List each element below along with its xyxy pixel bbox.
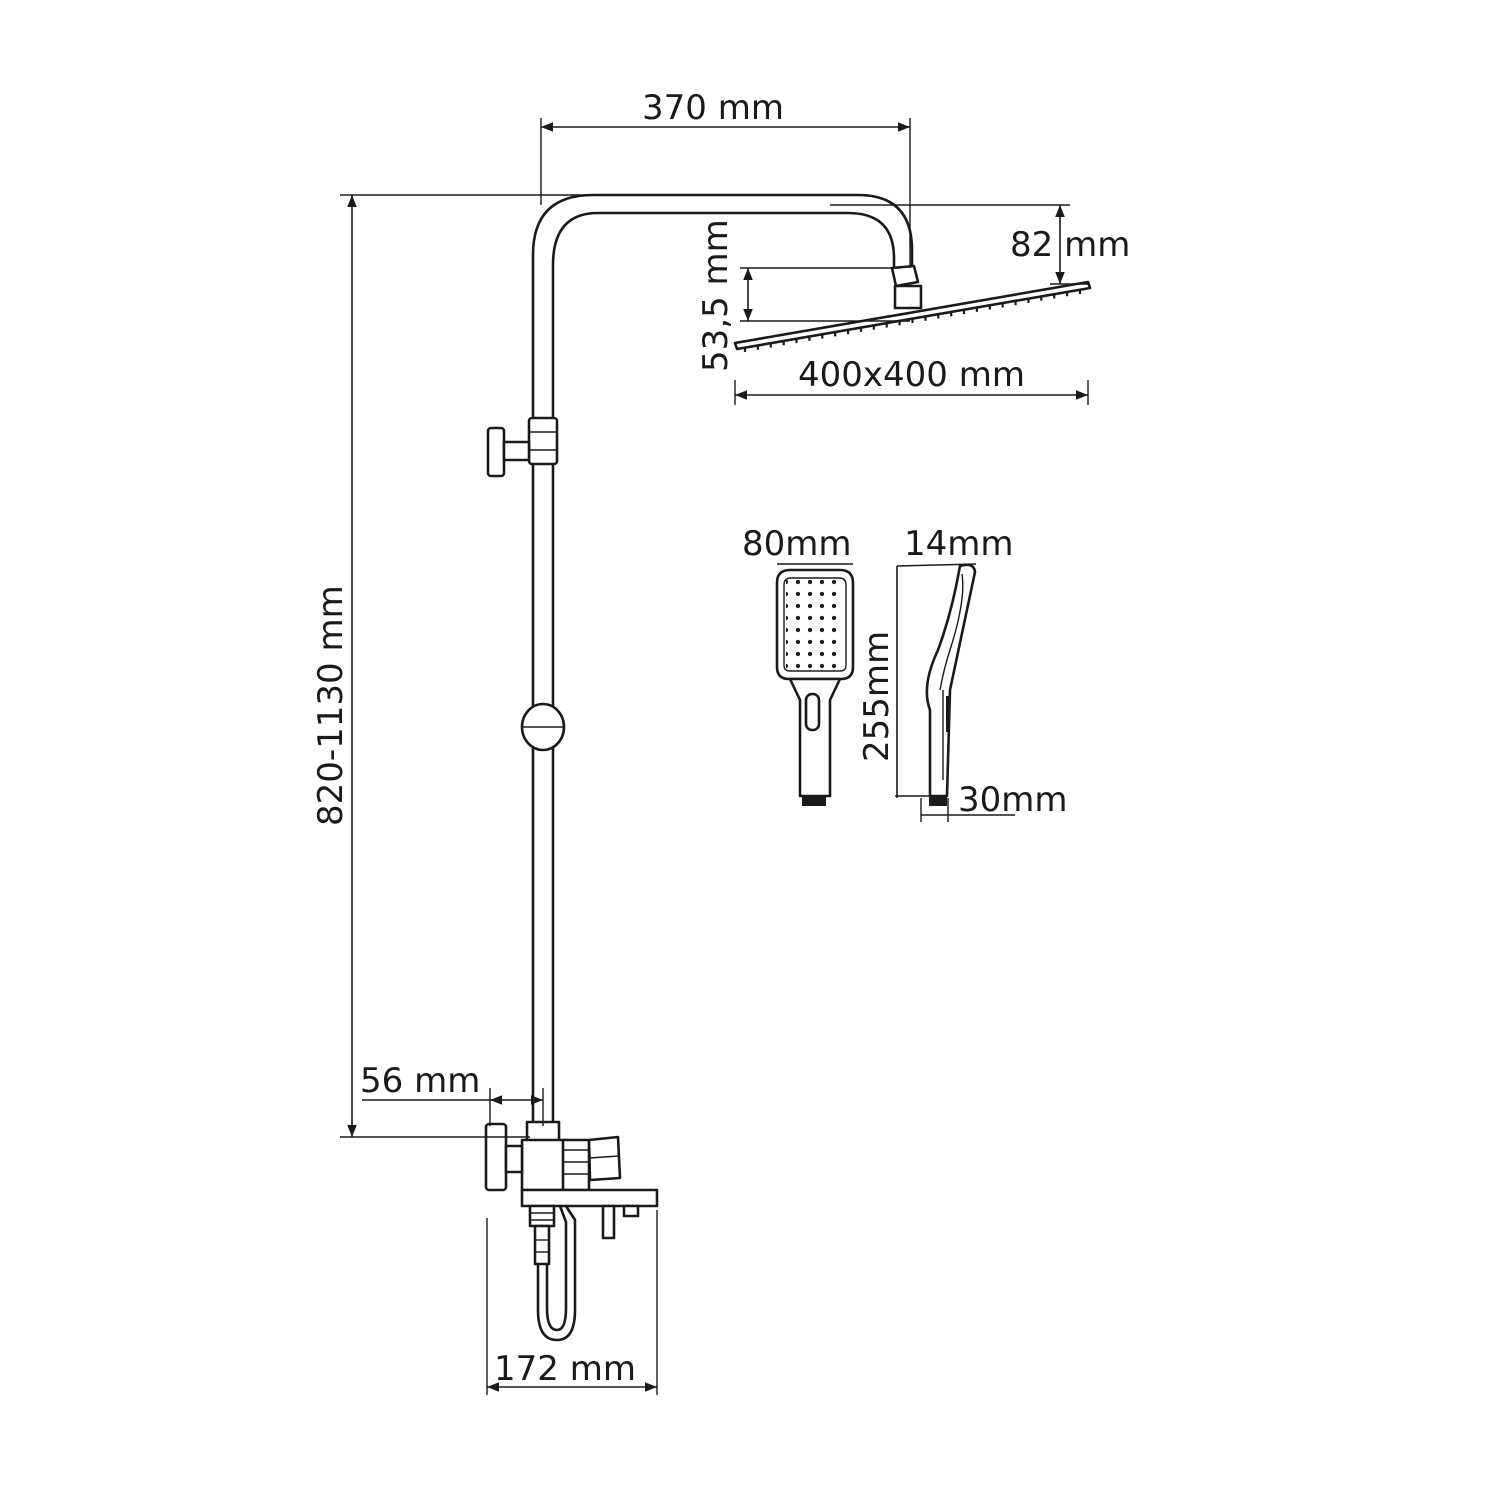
label-head-size: 400x400 mm — [798, 355, 1025, 395]
height-coupling — [527, 416, 559, 466]
hose-nut — [528, 1204, 556, 1228]
dimension-lines — [340, 118, 1090, 1395]
hand-shower-front — [775, 568, 855, 806]
bath-mixer — [484, 1120, 659, 1342]
dim-line-14 — [896, 563, 977, 567]
diverter-stem — [504, 1144, 524, 1174]
rain-shower-head — [733, 280, 1092, 352]
label-hand-width: 80mm — [742, 524, 852, 564]
hand-shower-side-body — [925, 563, 977, 798]
shower-arm-inner — [551, 211, 896, 422]
rain-head-plate — [733, 280, 1092, 351]
hand-shower-side — [925, 563, 977, 806]
label-mixer-width: 172 mm — [494, 1349, 636, 1389]
shower-column — [486, 193, 923, 1124]
label-arm-height: 82 mm — [1010, 225, 1130, 265]
dimension-labels: 370 mm 82 mm 53,5 mm 400x400 mm 820-1130… — [311, 88, 1130, 1389]
diverter-knob — [484, 1122, 508, 1192]
height-lock-knob — [486, 426, 506, 478]
bath-spout — [520, 1188, 659, 1208]
hose-connector-side — [929, 796, 947, 806]
hose-connector-front — [802, 796, 826, 806]
label-head-thickness: 53,5 mm — [696, 219, 736, 372]
hand-shower-handle-front — [788, 677, 842, 798]
label-arm-reach: 370 mm — [642, 88, 784, 128]
label-wall-offset: 56 mm — [360, 1061, 480, 1101]
side-slot — [946, 696, 950, 732]
shower-hose — [536, 1204, 577, 1342]
mixer-body-left — [520, 1138, 568, 1192]
knob-stem — [502, 440, 531, 462]
label-height-range: 820-1130 mm — [311, 585, 351, 826]
head-connector — [890, 264, 920, 288]
label-hand-length: 255mm — [857, 631, 897, 762]
label-handle-base: 30mm — [958, 780, 1068, 820]
mixer-body-center — [561, 1138, 591, 1192]
handle-slot — [804, 692, 821, 732]
label-hand-thickness: 14mm — [904, 524, 1014, 564]
spout-flange — [601, 1204, 616, 1240]
spray-nozzles — [786, 580, 844, 669]
mixer-lever — [587, 1135, 622, 1182]
hose-ferrule — [533, 1224, 551, 1266]
head-swivel — [893, 284, 923, 310]
spout-outlet — [622, 1204, 640, 1218]
